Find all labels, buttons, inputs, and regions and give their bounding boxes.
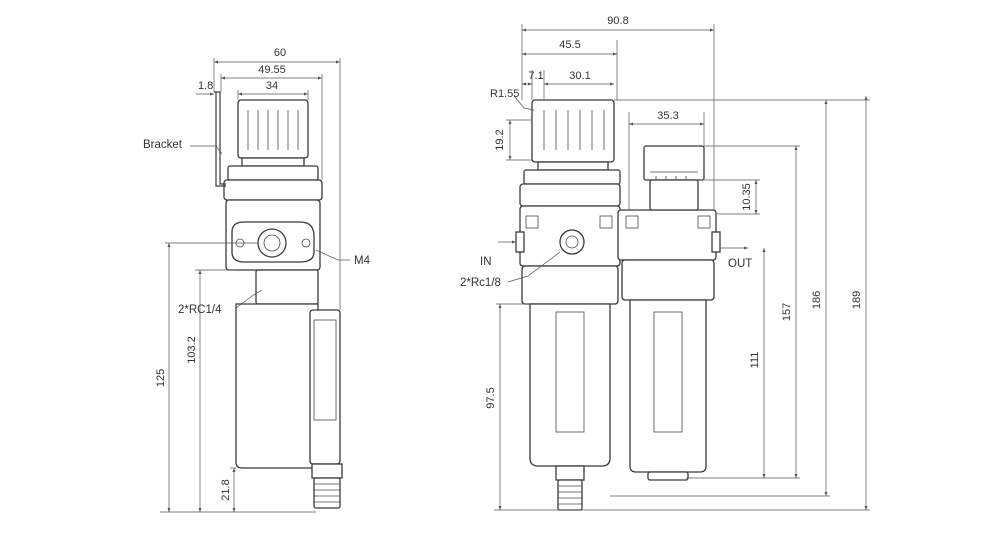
- front-view: 90.8 45.5 7.1 30.1 R1.55 19.2 35.3 10.35…: [460, 15, 870, 511]
- side-bracket: [214, 91, 226, 187]
- front-filter-bowl: [521, 265, 619, 467]
- mount-screw-label: M4: [354, 255, 371, 267]
- front-dim-overall-width: 90.8: [607, 15, 628, 27]
- front-lubricator-oil-cap: [643, 145, 705, 211]
- outlet-label: OUT: [728, 258, 752, 270]
- front-dim-oil-cap-height: 10.35: [741, 183, 753, 211]
- front-dim-overall-height: 189: [851, 291, 863, 309]
- front-drain-valve: [555, 465, 585, 511]
- front-dim-radius: R1.55: [490, 88, 519, 100]
- side-bonnet: [223, 165, 323, 201]
- inlet-label: IN: [480, 256, 492, 268]
- front-dim-height-to-knob: 186: [811, 291, 823, 309]
- side-dim-body-width: 49.55: [258, 64, 286, 76]
- front-dim-lubricator-bowl-height: 111: [749, 352, 761, 369]
- side-dim-knob-width: 34: [266, 80, 278, 92]
- front-body-block: [515, 205, 721, 267]
- side-filter-bowl: [235, 303, 341, 469]
- front-dim-offset: 7.1: [528, 70, 543, 82]
- side-dim-bracket-thickness: 1.8: [198, 80, 213, 92]
- side-port-label: 2*RC1/4: [178, 304, 222, 316]
- front-regulator-bonnet: [519, 169, 621, 207]
- front-dim-knob-width: 30.1: [569, 70, 590, 82]
- front-dim-knob-height: 19.2: [494, 129, 506, 150]
- side-body-block: [225, 199, 321, 305]
- side-dim-overall-width: 60: [274, 47, 286, 59]
- side-dim-drain-height: 21.8: [220, 479, 232, 500]
- front-dim-lubricator-height: 157: [781, 303, 793, 321]
- front-adjust-knob: [531, 99, 615, 171]
- side-dim-port-height: 125: [155, 369, 167, 387]
- front-dim-regulator-width: 45.5: [559, 39, 580, 51]
- side-dim-bowl-height: 103.2: [186, 336, 198, 364]
- side-adjust-knob: [237, 99, 309, 167]
- front-dim-filter-bowl-height: 97.5: [485, 387, 497, 408]
- front-dim-lubricator-width: 35.3: [657, 110, 678, 122]
- bracket-label: Bracket: [143, 139, 183, 151]
- side-drain-valve: [311, 463, 343, 509]
- side-view: 60 49.55 34 1.8 125 103.2 21.8 Bracket M…: [143, 47, 371, 513]
- front-lubricator-bowl: [621, 259, 715, 481]
- front-port-label: 2*Rc1/8: [460, 277, 501, 289]
